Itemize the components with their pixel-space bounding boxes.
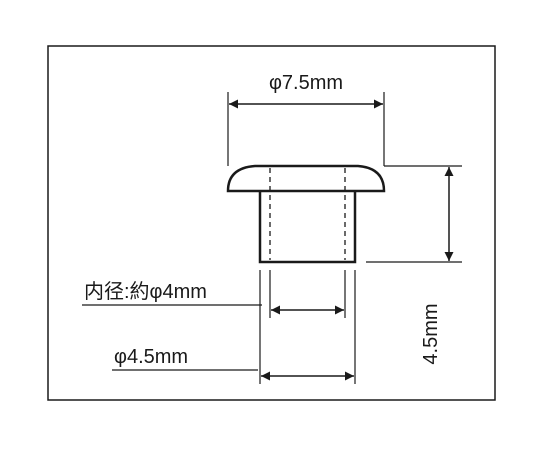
head-diameter-label: φ7.5mm	[269, 72, 343, 94]
dimension-arrows	[229, 99, 454, 381]
eyelet-shank	[258, 191, 357, 264]
extension-lines	[227, 92, 462, 384]
diagram-frame	[47, 45, 496, 401]
leader-lines	[82, 304, 262, 371]
shank-diameter-label: φ4.5mm	[114, 346, 188, 368]
eyelet-part	[226, 164, 386, 264]
inner-diameter-label: 内径:約φ4mm	[84, 280, 207, 303]
height-label: 4.5mm	[420, 303, 442, 364]
eyelet-flange	[226, 164, 386, 193]
